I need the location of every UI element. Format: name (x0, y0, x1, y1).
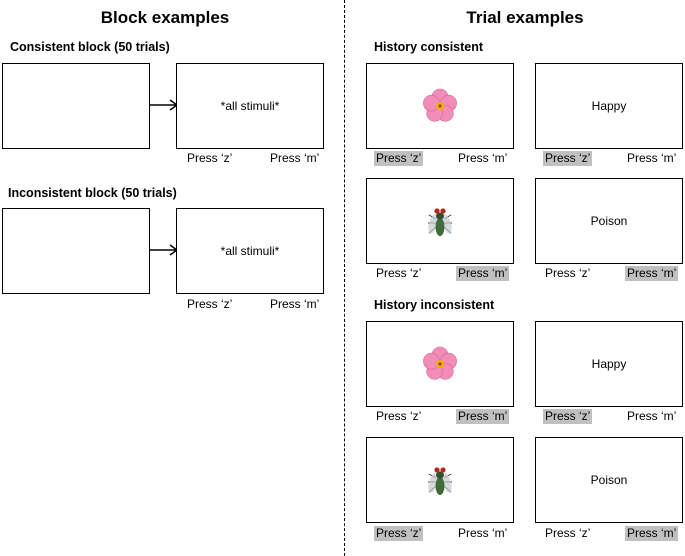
press-z-label-highlighted: Press ‘z’ (374, 151, 424, 166)
word-happy-text: Happy (591, 99, 627, 113)
press-m-label-highlighted: Press ‘m’ (456, 409, 510, 424)
flower-icon (423, 346, 457, 380)
consistent-block-label: Consistent block (50 trials) (10, 40, 170, 54)
press-m-label: Press ‘m’ (270, 151, 320, 165)
word-stimulus-box: Poison (535, 437, 683, 523)
flower-stimulus-box (366, 63, 514, 149)
flower-icon (423, 88, 457, 122)
press-z-label: Press ‘z’ (187, 297, 233, 311)
word-happy-text: Happy (591, 357, 627, 371)
press-m-label-highlighted: Press ‘m’ (456, 266, 510, 281)
word-poison-text: Poison (590, 473, 628, 487)
trial-examples-title: Trial examples (466, 8, 584, 27)
stimulus-screen-box: *all stimuli* (176, 208, 324, 294)
block-examples-title: Block examples (100, 8, 230, 27)
fly-icon (428, 467, 452, 495)
all-stimuli-text: *all stimuli* (220, 99, 280, 113)
history-inconsistent-label: History inconsistent (374, 298, 495, 312)
press-z-label-highlighted: Press ‘z’ (374, 526, 424, 541)
fly-icon (428, 208, 452, 236)
fly-stimulus-box (366, 437, 514, 523)
history-consistent-label: History consistent (374, 40, 484, 54)
press-m-label-highlighted: Press ‘m’ (625, 266, 679, 281)
press-m-label: Press ‘m’ (458, 526, 508, 540)
press-z-label: Press ‘z’ (376, 266, 422, 280)
section-divider (344, 0, 345, 556)
word-poison-text: Poison (590, 214, 628, 228)
press-z-label: Press ‘z’ (187, 151, 233, 165)
inconsistent-block-label: Inconsistent block (50 trials) (8, 186, 177, 200)
word-stimulus-box: Happy (535, 63, 683, 149)
press-z-label: Press ‘z’ (376, 409, 422, 423)
blank-screen-box (2, 63, 150, 149)
press-m-label: Press ‘m’ (270, 297, 320, 311)
press-m-label-highlighted: Press ‘m’ (625, 526, 679, 541)
press-z-label: Press ‘z’ (545, 526, 591, 540)
press-m-label: Press ‘m’ (458, 151, 508, 165)
press-z-label-highlighted: Press ‘z’ (543, 151, 593, 166)
press-m-label: Press ‘m’ (627, 409, 677, 423)
blank-screen-box (2, 208, 150, 294)
word-stimulus-box: Happy (535, 321, 683, 407)
press-m-label: Press ‘m’ (627, 151, 677, 165)
word-stimulus-box: Poison (535, 178, 683, 264)
fly-stimulus-box (366, 178, 514, 264)
flower-stimulus-box (366, 321, 514, 407)
press-z-label-highlighted: Press ‘z’ (543, 409, 593, 424)
press-z-label: Press ‘z’ (545, 266, 591, 280)
stimulus-screen-box: *all stimuli* (176, 63, 324, 149)
all-stimuli-text: *all stimuli* (220, 244, 280, 258)
